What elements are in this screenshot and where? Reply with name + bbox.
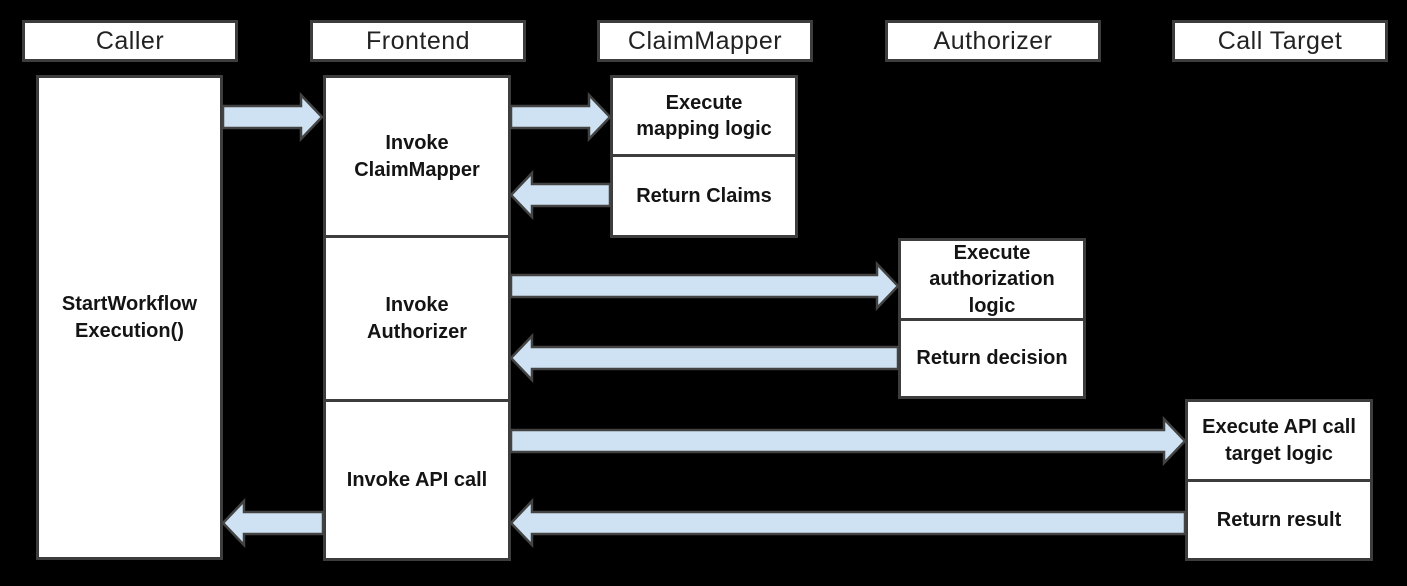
activation-caller: StartWorkflow Execution()	[36, 75, 223, 560]
activity-return-result: Return result	[1188, 479, 1370, 558]
activity-label: Execute authorization logic	[929, 241, 1055, 317]
actor-header-claimmapper: ClaimMapper	[597, 20, 813, 62]
actor-header-caller: Caller	[22, 20, 238, 62]
activity-invoke-api-call: Invoke API call	[326, 399, 508, 558]
activation-calltarget: Execute API call target logic Return res…	[1185, 399, 1373, 561]
activity-label-line1: StartWorkflow	[61, 293, 198, 316]
actor-header-authorizer: Authorizer	[885, 20, 1101, 62]
activity-label-line2: Execution()	[75, 319, 184, 342]
activity-label: Execute API call target logic	[1202, 416, 1356, 465]
actor-label: Authorizer	[933, 26, 1053, 55]
arrow-authorizer-to-frontend	[509, 333, 900, 383]
arrow-frontend-to-calltarget	[509, 416, 1187, 466]
activity-execute-authorization-logic: Execute authorization logic	[901, 241, 1083, 318]
activity-startworkflowexecution: StartWorkflow Execution()	[39, 78, 220, 557]
activity-label: Invoke ClaimMapper	[354, 132, 480, 181]
actor-label: Frontend	[365, 26, 471, 55]
activity-execute-mapping-logic: Execute mapping logic	[613, 78, 795, 154]
activity-label: Return result	[1216, 508, 1342, 531]
activation-authorizer: Execute authorization logic Return decis…	[898, 238, 1086, 399]
arrow-frontend-to-authorizer	[509, 261, 900, 311]
activity-label: Execute mapping logic	[636, 91, 772, 140]
actor-label: Call Target	[1217, 26, 1343, 55]
arrow-frontend-to-caller	[221, 498, 325, 548]
activity-label: Invoke Authorizer	[367, 294, 467, 343]
actor-header-calltarget: Call Target	[1172, 20, 1388, 62]
activity-execute-api-call-target-logic: Execute API call target logic	[1188, 402, 1370, 479]
arrow-calltarget-to-frontend	[509, 498, 1187, 548]
arrow-frontend-to-claimmapper	[509, 92, 612, 142]
arrow-claimmapper-to-frontend	[509, 170, 612, 220]
activity-label: Return Claims	[636, 184, 772, 207]
actor-label: ClaimMapper	[627, 26, 783, 55]
activity-invoke-authorizer: Invoke Authorizer	[326, 235, 508, 399]
arrow-caller-to-frontend	[221, 92, 324, 142]
activation-frontend: Invoke ClaimMapper Invoke Authorizer Inv…	[323, 75, 511, 561]
activity-return-decision: Return decision	[901, 318, 1083, 396]
activity-label: Return decision	[916, 347, 1068, 370]
activity-invoke-claimmapper: Invoke ClaimMapper	[326, 78, 508, 235]
actor-header-frontend: Frontend	[310, 20, 526, 62]
activity-return-claims: Return Claims	[613, 154, 795, 235]
activation-claimmapper: Execute mapping logic Return Claims	[610, 75, 798, 238]
actor-label: Caller	[95, 26, 165, 55]
activity-label: Invoke API call	[346, 468, 488, 491]
